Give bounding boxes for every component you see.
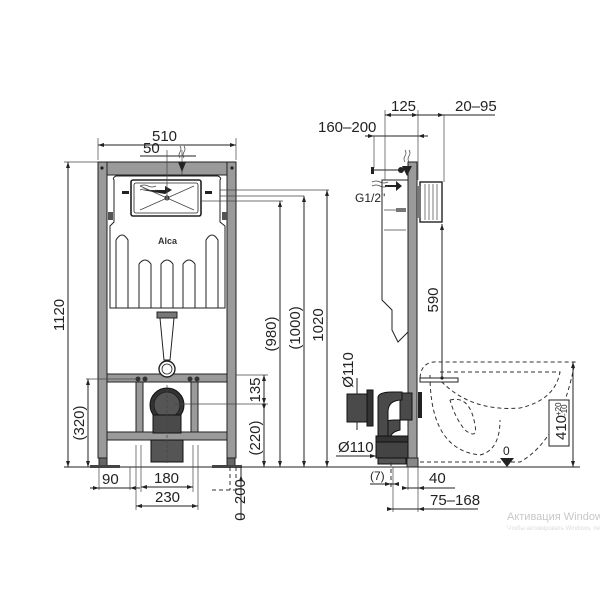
frame-right-foot bbox=[226, 457, 236, 467]
water-inlet-arrow-icon bbox=[142, 186, 172, 194]
seat-tolerance-plus: +20 bbox=[554, 402, 563, 416]
dim-wall-20-95: 20–95 bbox=[455, 98, 497, 115]
mounting-bolt bbox=[419, 377, 459, 383]
pipe-segment bbox=[346, 393, 368, 423]
thread-label: G1/2" bbox=[355, 191, 385, 205]
dim-height-1000: (1000) bbox=[287, 306, 304, 349]
dim-adjust-0-200: 0–200 bbox=[232, 479, 249, 521]
flush-pipe-collar bbox=[156, 311, 178, 319]
dim-height-1120: 1120 bbox=[51, 299, 68, 331]
seat-tolerance-minus: -10 bbox=[560, 404, 569, 416]
seat-height-box bbox=[548, 399, 570, 447]
dim-width-510: 510 bbox=[152, 128, 177, 145]
dim-height-590: 590 bbox=[425, 287, 442, 312]
supply-down-arrow-icon bbox=[178, 162, 186, 172]
frame-left-foot bbox=[98, 457, 108, 467]
flush-outlet bbox=[158, 360, 176, 378]
dim-offset-50: 50 bbox=[143, 140, 160, 157]
waste-pipe-connector bbox=[375, 441, 409, 459]
dim-span-230: 230 bbox=[155, 489, 180, 506]
side-view: G1/2" 160–200 125 20–95 590 bbox=[318, 98, 580, 512]
dim-height-220: (220) bbox=[247, 420, 264, 455]
floor-zero-marker-icon bbox=[500, 458, 514, 467]
dim-seat-height: 410 bbox=[553, 415, 570, 440]
dim-span-180: 180 bbox=[154, 470, 179, 487]
dim-height-980: (980) bbox=[263, 316, 280, 351]
dim-height-135: 135 bbox=[247, 377, 264, 402]
flush-pipe bbox=[159, 317, 175, 361]
side-supply-arrow-icon bbox=[402, 166, 412, 176]
support-left bbox=[135, 381, 144, 433]
flush-opening bbox=[130, 179, 202, 217]
frame-left-post bbox=[97, 161, 108, 459]
dim-offset-7: (7) bbox=[370, 469, 385, 483]
dim-range-75-168: 75–168 bbox=[430, 492, 480, 509]
wc-bowl-outline bbox=[419, 361, 576, 463]
windows-activation-hint: Чтобы активировать Windows, перейдите в … bbox=[507, 525, 600, 532]
dim-depth-160-200: 160–200 bbox=[318, 119, 376, 136]
dim-offset-40: 40 bbox=[429, 470, 446, 487]
brand-logo: Alca bbox=[158, 236, 178, 246]
front-view: Alca 510 50 1120 bbox=[51, 128, 333, 521]
cistern-outline bbox=[109, 175, 226, 309]
dim-depth-125: 125 bbox=[391, 98, 416, 115]
windows-activation-watermark: Активация Windows bbox=[507, 511, 600, 523]
dim-height-1020: 1020 bbox=[310, 308, 327, 341]
support-right bbox=[190, 381, 199, 433]
dim-foot-90: 90 bbox=[102, 471, 119, 488]
floor-zero-label: 0 bbox=[503, 444, 510, 458]
frame-right-post bbox=[226, 161, 237, 459]
left-floor-plate bbox=[90, 465, 120, 468]
side-flush-plate bbox=[419, 181, 443, 223]
side-cistern bbox=[381, 179, 409, 343]
dim-height-320: (320) bbox=[71, 405, 88, 440]
right-floor-plate bbox=[212, 465, 242, 468]
dim-pipe-dia-upper: Ø110 bbox=[340, 352, 357, 388]
dim-pipe-dia-lower: Ø110 bbox=[338, 439, 374, 456]
cistern-ribs bbox=[115, 234, 219, 308]
